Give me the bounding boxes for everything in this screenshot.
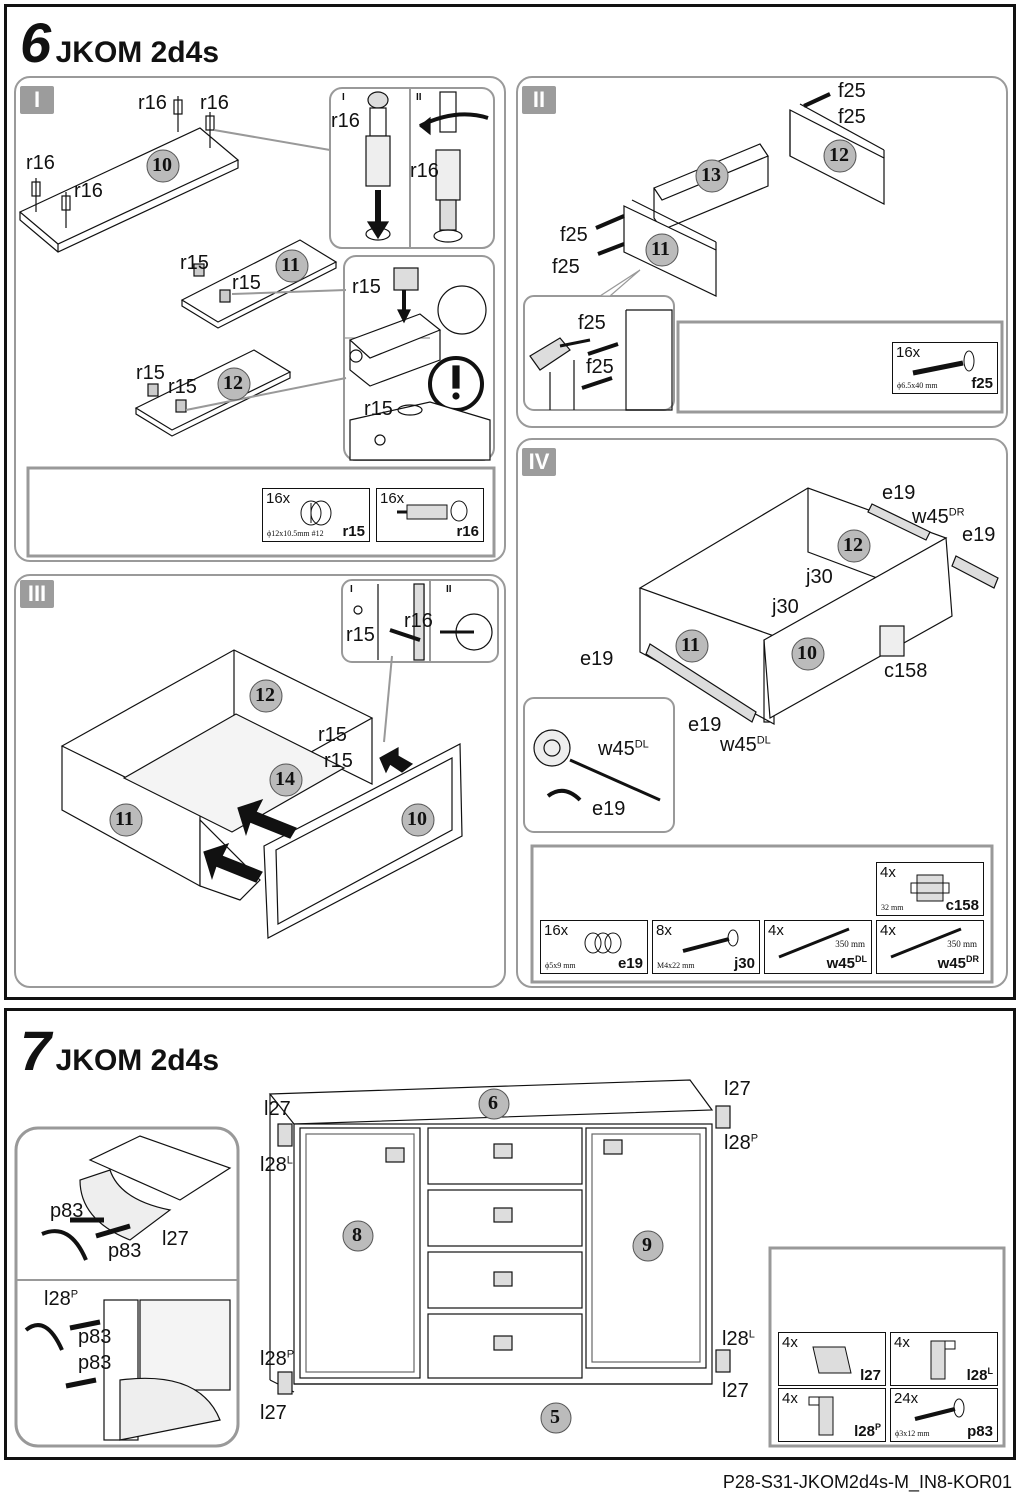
label-f25: f25 [838,106,866,128]
hardware-e19: 16x ϕ5x9 mm e19 [540,920,648,974]
label-r16: r16 [331,110,360,132]
inset-i-tag-p1: I [342,92,345,103]
label-r15: r15 [318,724,347,746]
label-f25: f25 [560,224,588,246]
step-7-model: JKOM 2d4s [55,1044,219,1077]
label-p83: p83 [108,1240,142,1262]
step-6-drawings [18,87,1004,984]
part-number-11-p4: 11 [681,634,700,656]
label-r15: r15 [180,252,209,274]
hardware-p83: 24x ϕ3x12 mm p83 [890,1388,998,1442]
label-e19: e19 [962,524,996,546]
label-l28L: l28L [722,1328,755,1350]
panel-ii [516,76,1008,428]
part-number-11-p1: 11 [281,254,300,276]
panel-iii-tag: III [20,580,54,608]
label-p83: p83 [78,1352,112,1374]
hardware-w45dr: 4x 350 mm w45DR [876,920,984,974]
label-l27: l27 [260,1402,287,1424]
part-number-10-p3: 10 [407,808,427,830]
step-6-model: JKOM 2d4s [55,36,219,69]
label-w45dl: w45DL [720,734,771,756]
label-r15: r15 [324,750,353,772]
label-w45dl: w45DL [598,738,649,760]
part-number-10-p1: 10 [152,154,172,176]
label-l28P: l28P [724,1132,759,1154]
step-7-number: 7 [20,1019,52,1082]
part-number-6: 6 [488,1092,498,1114]
hardware-l27: 4x l27 [778,1332,886,1386]
step-7-frame [4,1008,1016,1460]
label-r16: r16 [410,160,439,182]
label-r15: r15 [232,272,261,294]
label-c158: c158 [884,660,928,682]
label-l28L: l28L [260,1154,293,1176]
inset-i-tag-p3: I [350,584,353,595]
part-number-12-p1: 12 [223,372,243,394]
hardware-l28P: 4x l28P [778,1388,886,1442]
label-r16: r16 [404,610,433,632]
inset-ii-tag-p1: II [416,92,422,103]
label-f25: f25 [552,256,580,278]
label-j30: j30 [772,596,799,618]
label-r15: r15 [364,398,393,420]
panel-iv-tag: IV [522,448,556,476]
label-r16: r16 [138,92,167,114]
label-f25: f25 [586,356,614,378]
label-r16: r16 [200,92,229,114]
panel-iii [14,574,506,988]
label-l27: l27 [724,1078,751,1100]
label-e19: e19 [592,798,626,820]
hardware-l28L: 4x l28L [890,1332,998,1386]
label-r16: r16 [74,180,103,202]
hardware-w45dl: 4x 350 mm w45DL [764,920,872,974]
panel-ii-tag: II [522,86,556,114]
label-p83: p83 [50,1200,84,1222]
part-number-12-p3: 12 [255,684,275,706]
step-6-number: 6 [20,11,52,74]
part-number-12-p4: 12 [843,534,863,556]
label-r15: r15 [352,276,381,298]
part-number-8: 8 [352,1224,362,1246]
part-number-9: 9 [642,1234,652,1256]
label-l28P: l28P [44,1288,79,1310]
step-6-title: 6 JKOM 2d4s [20,10,219,75]
label-l28P: l28P [260,1348,295,1370]
label-r15: r15 [346,624,375,646]
part-number-13-p2: 13 [701,164,721,186]
step-7-title: 7 JKOM 2d4s [20,1018,219,1083]
inset-ii-tag-p3: II [446,584,452,595]
label-f25: f25 [578,312,606,334]
label-e19: e19 [688,714,722,736]
part-number-5: 5 [550,1406,560,1428]
label-e19: e19 [882,482,916,504]
panel-i-tag: I [20,86,54,114]
hardware-r15: 16x ϕ12x10.5mm #12 r15 [262,488,370,542]
part-number-10-p4: 10 [797,642,817,664]
label-j30: j30 [806,566,833,588]
panel-iv [516,438,1008,988]
label-w45dr: w45DR [912,506,965,528]
part-number-11-p3: 11 [115,808,134,830]
label-l27: l27 [722,1380,749,1402]
label-l27: l27 [162,1228,189,1250]
label-p83: p83 [78,1326,112,1348]
label-e19: e19 [580,648,614,670]
label-r16: r16 [26,152,55,174]
document-code: P28-S31-JKOM2d4s-M_IN8-KOR01 [722,1472,1012,1492]
hardware-r16: 16x r16 [376,488,484,542]
step-6-frame [4,4,1016,1000]
hardware-f25: 16x ϕ6.5x40 mm f25 [892,342,998,394]
hardware-c158: 4x 32 mm c158 [876,862,984,916]
label-l27: l27 [264,1098,291,1120]
panel-i [14,76,506,562]
label-r15: r15 [136,362,165,384]
part-number-11-p2: 11 [651,238,670,260]
part-number-14-p3: 14 [275,768,295,790]
hardware-j30: 8x M4x22 mm j30 [652,920,760,974]
label-r15: r15 [168,376,197,398]
part-number-12-p2: 12 [829,144,849,166]
label-f25: f25 [838,80,866,102]
